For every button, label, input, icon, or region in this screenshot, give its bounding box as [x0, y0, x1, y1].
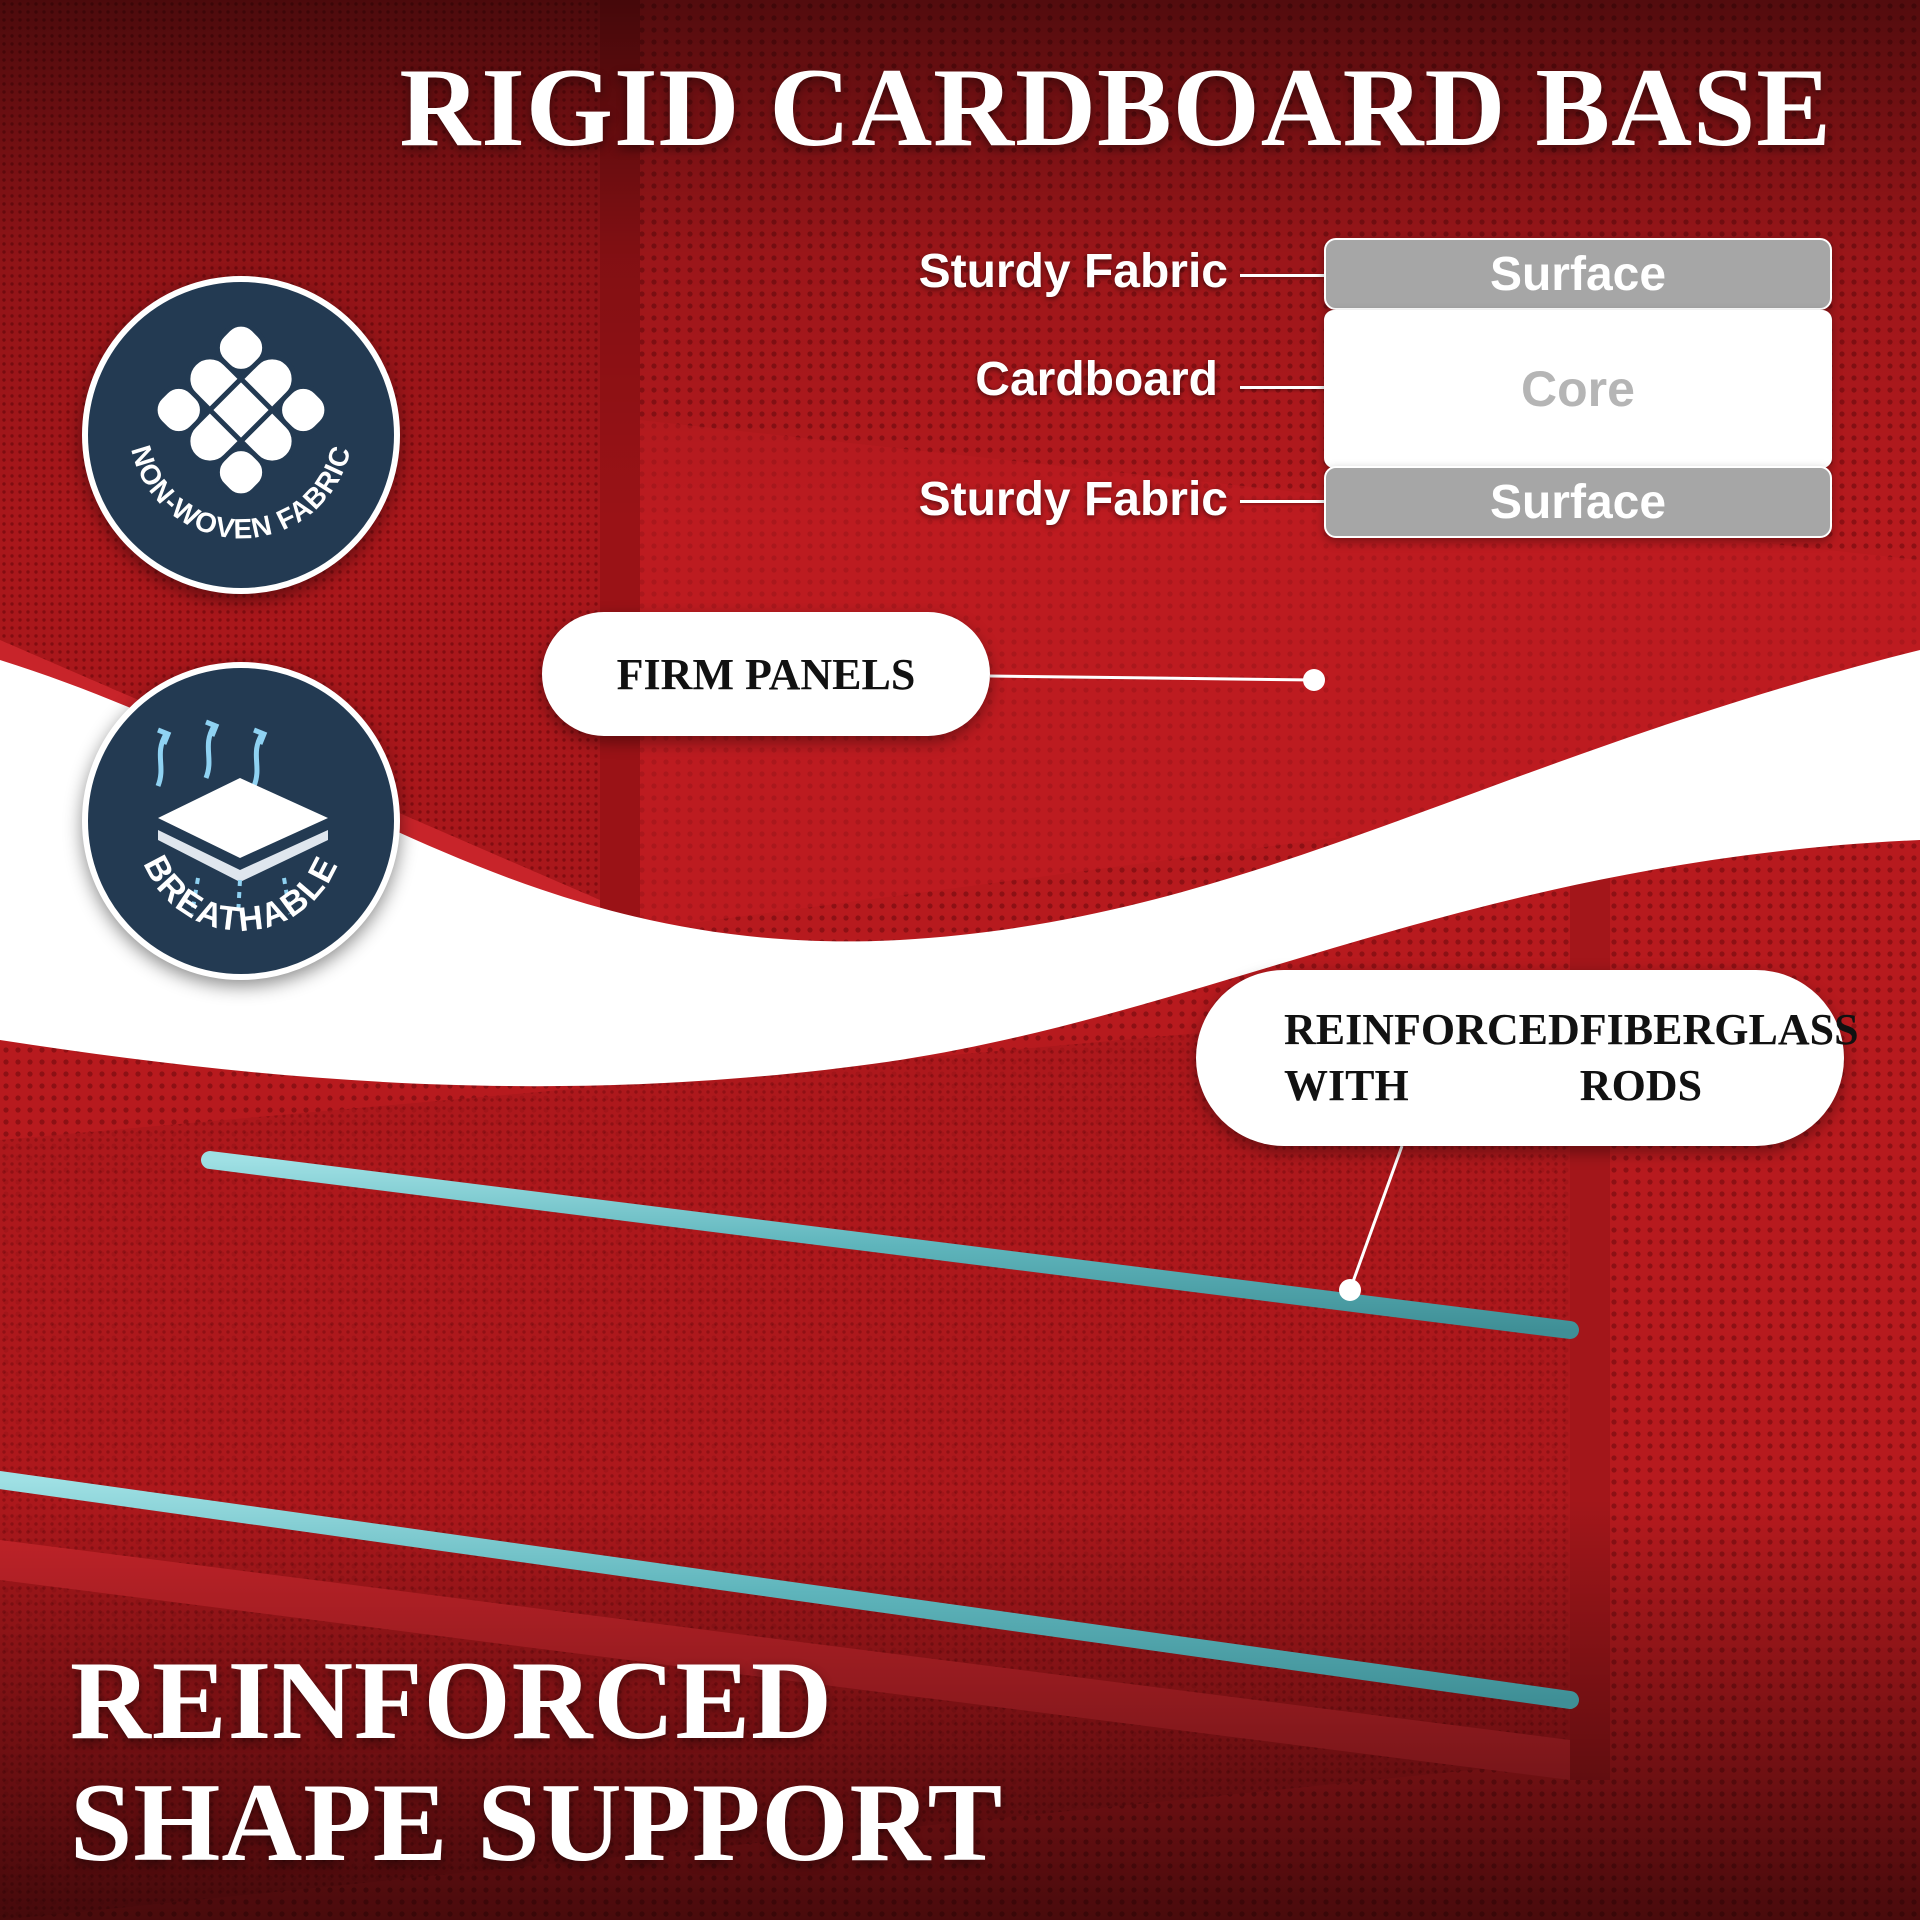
callout-fiberglass-rods: REINFORCED WITH FIBERGLASS RODS — [1196, 970, 1859, 1146]
connector-middle — [1240, 386, 1324, 389]
layer-label-bottom: Sturdy Fabric — [918, 473, 1228, 526]
callout-rods-line2: FIBERGLASS RODS — [1579, 1005, 1859, 1110]
footer-headline: REINFORCED SHAPE SUPPORT — [70, 1640, 1003, 1884]
layer-label-middle: Cardboard — [975, 353, 1218, 406]
connector-top — [1240, 274, 1324, 277]
fiberglass-rod-upper — [201, 1151, 1579, 1339]
footer-line1: REINFORCED — [70, 1639, 833, 1763]
badge-non-woven-fabric: NON-WOVEN FABRIC — [82, 276, 400, 594]
firm-panels-dot — [1303, 669, 1325, 691]
airflow-layers-icon — [155, 719, 328, 917]
layer-surface-bottom: Surface — [1324, 466, 1832, 538]
wave-divider — [0, 650, 1920, 1087]
headline: RIGID CARDBOARD BASE — [399, 46, 1832, 170]
connector-bottom — [1240, 500, 1324, 503]
layer-label-top: Sturdy Fabric — [918, 245, 1228, 298]
callout-rods-line1: REINFORCED WITH — [1284, 1005, 1580, 1110]
fiberglass-rod-lower — [0, 1471, 1579, 1709]
layer-surface-top: Surface — [1324, 238, 1832, 310]
layer-core: Core — [1324, 310, 1832, 468]
rods-dot — [1339, 1279, 1361, 1301]
woven-pattern-icon — [152, 321, 330, 499]
callout-firm-panels: FIRM PANELS — [542, 612, 990, 736]
badge-breathable: BREATHABLE — [82, 662, 400, 980]
footer-line2: SHAPE SUPPORT — [70, 1761, 1004, 1885]
